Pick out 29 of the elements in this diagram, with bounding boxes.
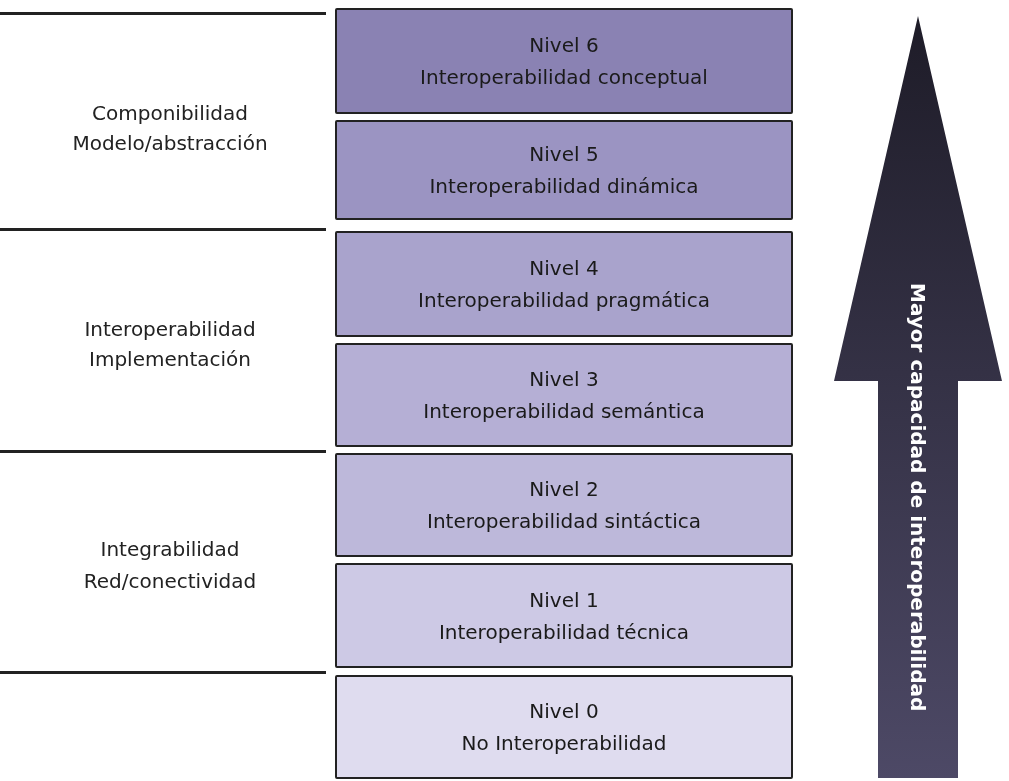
level-number: Nivel 4 bbox=[529, 256, 599, 280]
level-box bbox=[335, 231, 793, 337]
arrow-text: Mayor capacidad de interoperabilidad bbox=[905, 282, 931, 712]
level-box bbox=[335, 675, 793, 779]
level-number: Nivel 1 bbox=[529, 587, 599, 612]
group-label: Implementación bbox=[88, 346, 252, 372]
group-label: Interoperabilidad bbox=[83, 316, 257, 342]
level-box bbox=[335, 563, 793, 668]
level-name: Interoperabilidad sintáctica bbox=[427, 509, 701, 533]
level-number: Nivel 5 bbox=[529, 142, 599, 166]
level-box bbox=[335, 120, 793, 220]
level-box bbox=[335, 343, 793, 447]
group-label: Integrabilidad bbox=[99, 536, 241, 562]
level-name: No Interoperabilidad bbox=[461, 731, 667, 755]
level-name: Interoperabilidad pragmática bbox=[418, 288, 710, 312]
level-name: Interoperabilidad semántica bbox=[423, 399, 705, 423]
level-number: Nivel 3 bbox=[529, 367, 599, 391]
group-label: Modelo/abstracción bbox=[71, 130, 269, 156]
group-label: Red/conectividad bbox=[82, 568, 258, 594]
upward-arrow bbox=[834, 16, 1002, 778]
level-number: Nivel 0 bbox=[529, 699, 599, 723]
level-box bbox=[335, 8, 793, 114]
level-number: Nivel 6 bbox=[529, 33, 599, 57]
level-name: Interoperabilidad técnica bbox=[438, 619, 690, 644]
level-number: Nivel 2 bbox=[529, 477, 599, 501]
group-label: Componibilidad bbox=[91, 100, 249, 126]
level-name: Interoperabilidad conceptual bbox=[420, 65, 708, 89]
level-name: Interoperabilidad dinámica bbox=[429, 174, 699, 198]
level-box bbox=[335, 453, 793, 557]
